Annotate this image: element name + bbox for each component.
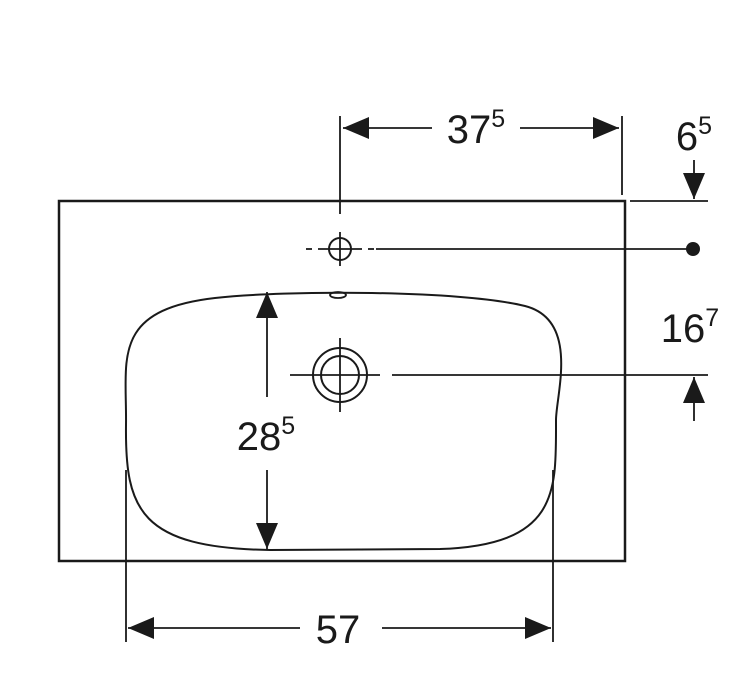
svg-text:65: 65 (676, 112, 712, 159)
tap-centerline-dot (686, 242, 700, 256)
countertop-outline (57, 199, 627, 563)
dim-right-mid-sup: 7 (705, 304, 719, 332)
dim-top-width-value: 37 (447, 108, 492, 152)
dim-bottom-width-value: 57 (316, 608, 361, 652)
dimension-bottom-width: 57 (128, 608, 551, 652)
dimension-right-top: 65 (676, 112, 712, 199)
svg-text:57: 57 (316, 608, 361, 652)
svg-text:167: 167 (661, 304, 719, 351)
dim-left-height-value: 28 (237, 415, 282, 459)
dimension-left-height: 285 (237, 292, 295, 549)
basin-bowl-outline (124, 291, 563, 552)
dim-top-width-sup: 5 (491, 105, 505, 133)
overflow-slot (329, 291, 347, 299)
dimension-right-mid: 167 (661, 304, 719, 421)
svg-text:285: 285 (237, 412, 295, 459)
dim-right-top-sup: 5 (698, 112, 712, 140)
dim-left-height-sup: 5 (281, 412, 295, 440)
tap-hole (306, 232, 374, 266)
dim-right-top-value: 6 (676, 115, 698, 159)
dim-right-mid-value: 16 (661, 307, 706, 351)
svg-text:375: 375 (447, 105, 505, 152)
dimension-top-width: 375 (343, 105, 619, 152)
drain-hole (290, 338, 380, 412)
